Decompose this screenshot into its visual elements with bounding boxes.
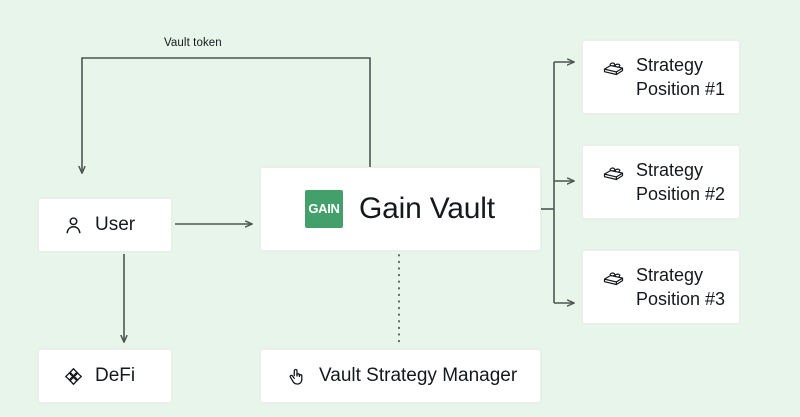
node-defi-label: DeFi xyxy=(95,364,136,386)
node-strategy-position-3-label: Strategy Position #3 xyxy=(636,264,726,309)
node-user[interactable]: User xyxy=(38,198,172,252)
node-vault-strategy-manager[interactable]: Vault Strategy Manager xyxy=(260,349,541,403)
edge-vault-token xyxy=(82,57,371,173)
node-strategy-position-3[interactable]: Strategy Position #3 xyxy=(582,250,740,324)
node-user-label: User xyxy=(95,213,136,235)
node-gain-vault[interactable]: GAIN Gain Vault xyxy=(260,167,541,251)
brick-icon xyxy=(603,167,624,180)
node-strategy-position-1[interactable]: Strategy Position #1 xyxy=(582,40,740,114)
node-strategy-position-1-label: Strategy Position #1 xyxy=(636,54,726,99)
hand-pointer-icon xyxy=(289,368,303,385)
edge-label-vault-token: Vault token xyxy=(164,37,222,49)
gain-logo-text: GAIN xyxy=(308,201,340,217)
node-strategy-position-2-label: Strategy Position #2 xyxy=(636,159,726,204)
defi-diamond-cluster-icon xyxy=(65,367,82,385)
user-icon xyxy=(66,216,81,233)
node-vault-strategy-manager-label: Vault Strategy Manager xyxy=(319,364,518,386)
node-defi[interactable]: DeFi xyxy=(38,349,172,403)
brick-icon xyxy=(603,62,624,75)
node-strategy-position-2[interactable]: Strategy Position #2 xyxy=(582,145,740,219)
node-gain-vault-label: Gain Vault xyxy=(359,191,495,225)
brick-icon xyxy=(603,272,624,285)
gain-logo-icon: GAIN xyxy=(305,189,343,228)
